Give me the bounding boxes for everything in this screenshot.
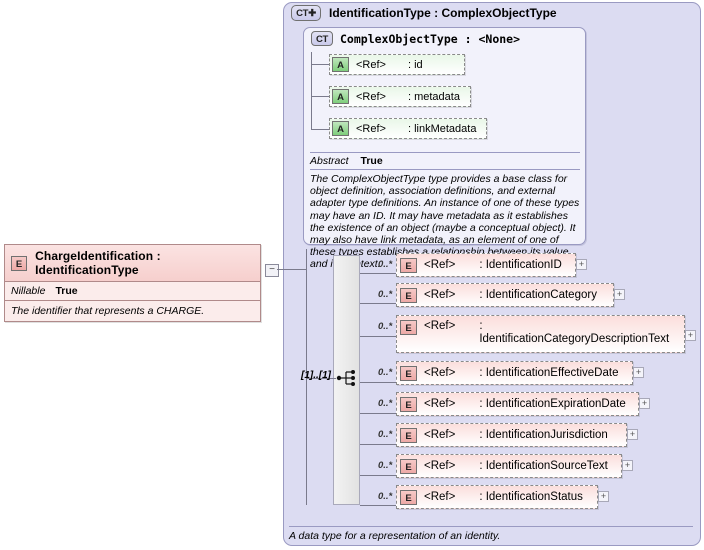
collapse-toggle-button[interactable]: − bbox=[265, 264, 279, 277]
element-row-identificationexpirationdate[interactable]: E <Ref> : IdentificationExpirationDate bbox=[396, 392, 639, 416]
element-row-identificationcategory[interactable]: E <Ref> : IdentificationCategory bbox=[396, 283, 614, 307]
element-icon: E bbox=[400, 287, 417, 303]
panel-connector-line bbox=[277, 269, 306, 270]
element-ref: <Ref> bbox=[424, 289, 456, 301]
attribute-ref: <Ref> bbox=[356, 58, 386, 71]
root-element-documentation: The identifier that represents a CHARGE. bbox=[5, 301, 260, 321]
element-ref: <Ref> bbox=[424, 259, 456, 271]
expand-icon[interactable]: + bbox=[614, 289, 625, 300]
element-icon: E bbox=[400, 427, 417, 443]
attribute-icon: A bbox=[332, 57, 349, 72]
root-element-box[interactable]: E ChargeIdentification : IdentificationT… bbox=[4, 244, 261, 322]
element-branch-line bbox=[360, 303, 396, 304]
element-cardinality: 0..* bbox=[378, 460, 393, 471]
footer-divider bbox=[289, 526, 693, 527]
attribute-ref: <Ref> bbox=[356, 90, 386, 103]
element-icon: E bbox=[400, 365, 417, 381]
element-name: : IdentificationExpirationDate bbox=[479, 398, 626, 410]
nillable-value: True bbox=[55, 285, 78, 297]
element-ref: <Ref> bbox=[424, 460, 456, 472]
element-ref: <Ref> bbox=[424, 367, 456, 379]
abstract-value: True bbox=[360, 155, 383, 167]
attribute-tree-vline bbox=[311, 52, 312, 130]
abstract-key: Abstract bbox=[310, 155, 349, 167]
element-ref: <Ref> bbox=[424, 398, 456, 410]
expand-icon[interactable]: + bbox=[639, 398, 650, 409]
expand-icon[interactable]: + bbox=[598, 491, 609, 502]
expand-icon[interactable]: + bbox=[627, 429, 638, 440]
element-icon: E bbox=[400, 396, 417, 412]
attribute-row-linkmetadata[interactable]: A <Ref> : linkMetadata bbox=[329, 118, 487, 139]
expand-icon[interactable]: + bbox=[685, 330, 696, 341]
complextype-icon[interactable]: CT bbox=[311, 31, 333, 46]
element-name: : IdentificationJurisdiction bbox=[479, 429, 608, 441]
root-element-title: ChargeIdentification : IdentificationTyp… bbox=[35, 249, 161, 277]
element-branch-line bbox=[360, 273, 396, 274]
attribute-name: : id bbox=[407, 58, 423, 71]
root-element-header: E ChargeIdentification : IdentificationT… bbox=[5, 245, 260, 282]
element-branch-line bbox=[360, 413, 396, 414]
abstract-property-row: Abstract True bbox=[310, 153, 580, 170]
element-icon: E bbox=[400, 257, 417, 273]
element-branch-line bbox=[360, 382, 396, 383]
attribute-row-metadata[interactable]: A <Ref> : metadata bbox=[329, 86, 471, 107]
element-ref: <Ref> bbox=[424, 491, 456, 503]
element-row-identificationeffectivedate[interactable]: E <Ref> : IdentificationEffectiveDate bbox=[396, 361, 633, 385]
element-branch-line bbox=[360, 475, 396, 476]
panel-footer-documentation: A data type for a representation of an i… bbox=[289, 530, 501, 542]
attribute-ref: <Ref> bbox=[356, 122, 386, 135]
element-cardinality: 0..* bbox=[378, 491, 393, 502]
expand-icon[interactable]: + bbox=[576, 259, 587, 270]
element-name: : IdentificationStatus bbox=[479, 491, 583, 503]
attribute-name: : linkMetadata bbox=[407, 122, 477, 135]
element-branch-line bbox=[360, 444, 396, 445]
element-branch-line bbox=[360, 505, 396, 506]
expand-icon[interactable]: + bbox=[622, 460, 633, 471]
panel-title-row: CT✚ IdentificationType : ComplexObjectTy… bbox=[291, 5, 557, 21]
base-type-title: ComplexObjectType : <None> bbox=[340, 31, 521, 46]
element-cardinality: 0..* bbox=[378, 259, 393, 270]
element-name: : IdentificationCategoryDescriptionText bbox=[479, 320, 670, 345]
panel-connector-vline bbox=[306, 249, 307, 505]
element-row-identificationjurisdiction[interactable]: E <Ref> : IdentificationJurisdiction bbox=[396, 423, 627, 447]
base-type-title-row: CT ComplexObjectType : <None> bbox=[311, 31, 520, 46]
element-ref: <Ref> bbox=[424, 320, 456, 332]
complextype-plus-icon[interactable]: CT✚ bbox=[291, 5, 321, 21]
element-row-identificationid[interactable]: E <Ref> : IdentificationID bbox=[396, 253, 576, 277]
element-row-identificationstatus[interactable]: E <Ref> : IdentificationStatus bbox=[396, 485, 598, 509]
attribute-tree-branch bbox=[311, 64, 330, 65]
element-name: : IdentificationCategory bbox=[479, 289, 597, 301]
attribute-tree-branch bbox=[311, 96, 330, 97]
element-row-identificationsourcetext[interactable]: E <Ref> : IdentificationSourceText bbox=[396, 454, 622, 478]
nillable-key: Nillable bbox=[11, 285, 46, 297]
sequence-lead-line bbox=[306, 378, 336, 379]
element-cardinality: 0..* bbox=[378, 367, 393, 378]
element-icon: E bbox=[400, 458, 417, 474]
element-name: : IdentificationID bbox=[479, 259, 562, 271]
element-icon: E bbox=[11, 255, 28, 271]
element-row-identificationcategorydescriptiontext[interactable]: E <Ref> : IdentificationCategoryDescript… bbox=[396, 315, 685, 353]
element-branch-line bbox=[360, 336, 396, 337]
element-cardinality: 0..* bbox=[378, 321, 393, 332]
panel-title: IdentificationType : ComplexObjectType bbox=[329, 6, 557, 20]
element-name: : IdentificationSourceText bbox=[479, 460, 608, 472]
element-cardinality: 0..* bbox=[378, 398, 393, 409]
nillable-property-row: Nillable True bbox=[5, 282, 260, 301]
element-icon: E bbox=[400, 320, 417, 335]
element-cardinality: 0..* bbox=[378, 429, 393, 440]
attribute-tree-branch bbox=[311, 129, 330, 130]
attribute-icon: A bbox=[332, 121, 349, 136]
element-cardinality: 0..* bbox=[378, 289, 393, 300]
sequence-compositor-icon[interactable] bbox=[336, 368, 360, 388]
sequence-cardinality: [1]..[1] bbox=[301, 370, 331, 381]
element-ref: <Ref> bbox=[424, 429, 456, 441]
attribute-row-id[interactable]: A <Ref> : id bbox=[329, 54, 465, 75]
attribute-name: : metadata bbox=[407, 90, 460, 103]
element-icon: E bbox=[400, 489, 417, 505]
element-name: : IdentificationEffectiveDate bbox=[479, 367, 619, 379]
attribute-icon: A bbox=[332, 89, 349, 104]
expand-icon[interactable]: + bbox=[633, 367, 644, 378]
